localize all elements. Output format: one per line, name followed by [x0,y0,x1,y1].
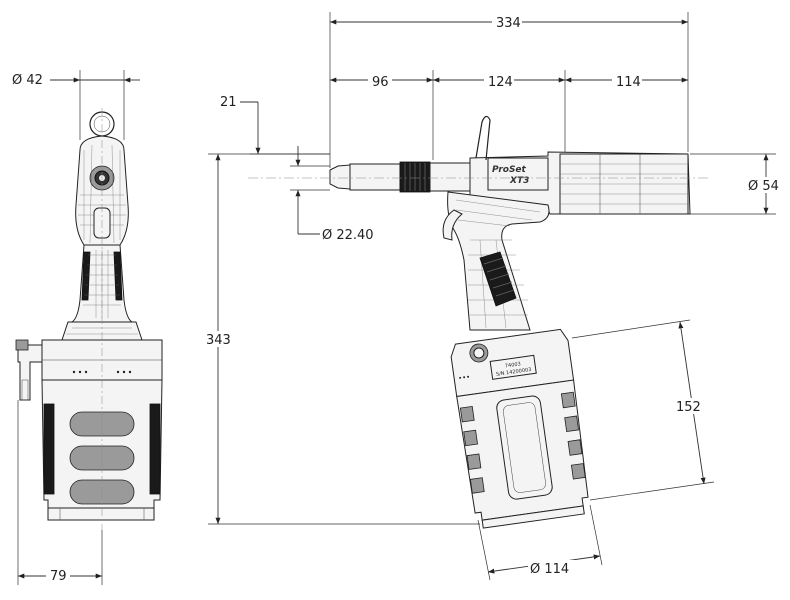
dim-reservoir-height: 152 [571,319,715,501]
front-bottom-width-label: 79 [50,569,67,584]
overall-length-label: 334 [496,16,521,31]
reservoir-window [496,395,553,500]
nose-diameter-label: Ø 22.40 [322,228,374,243]
front-top-diameter-label: Ø 42 [12,73,43,88]
side-view: ProSet XT3 74003 S/N 14200003 [248,115,710,529]
model-label: XT3 [509,176,529,186]
dim-reservoir-diameter: Ø 114 [477,504,603,581]
side-reservoir: 74003 S/N 14200003 [450,328,589,529]
dim-front-top-diameter: Ø 42 [12,70,140,140]
side-hanger [475,115,491,161]
dim-nose-diameter: Ø 22.40 [290,146,374,243]
nose-offset-label: 21 [220,95,237,110]
dim-front-bottom-width: 79 [17,400,103,585]
air-fitting [17,344,43,401]
reservoir-height-label: 152 [676,400,701,415]
brand-label: ProSet [492,165,527,175]
dim-overall-height: 343 [204,153,480,525]
segment-nose-label: 96 [372,75,389,90]
plate-line1: 74003 [505,361,522,369]
dim-segments: 96 124 114 [330,72,688,90]
nose-piece [329,164,351,190]
dim-nose-offset: 21 [220,95,330,155]
reservoir-diameter-label: Ø 114 [530,562,569,577]
trigger [442,209,463,241]
plate-line2: S/N 14200003 [496,367,532,378]
front-view [15,108,163,530]
overall-height-label: 343 [206,333,231,348]
body-diameter-label: Ø 54 [748,179,779,194]
dim-body-diameter: Ø 54 [690,153,786,215]
segment-rear-label: 114 [616,75,641,90]
dim-overall-length: 334 [330,13,688,31]
segment-middle-label: 124 [488,75,513,90]
